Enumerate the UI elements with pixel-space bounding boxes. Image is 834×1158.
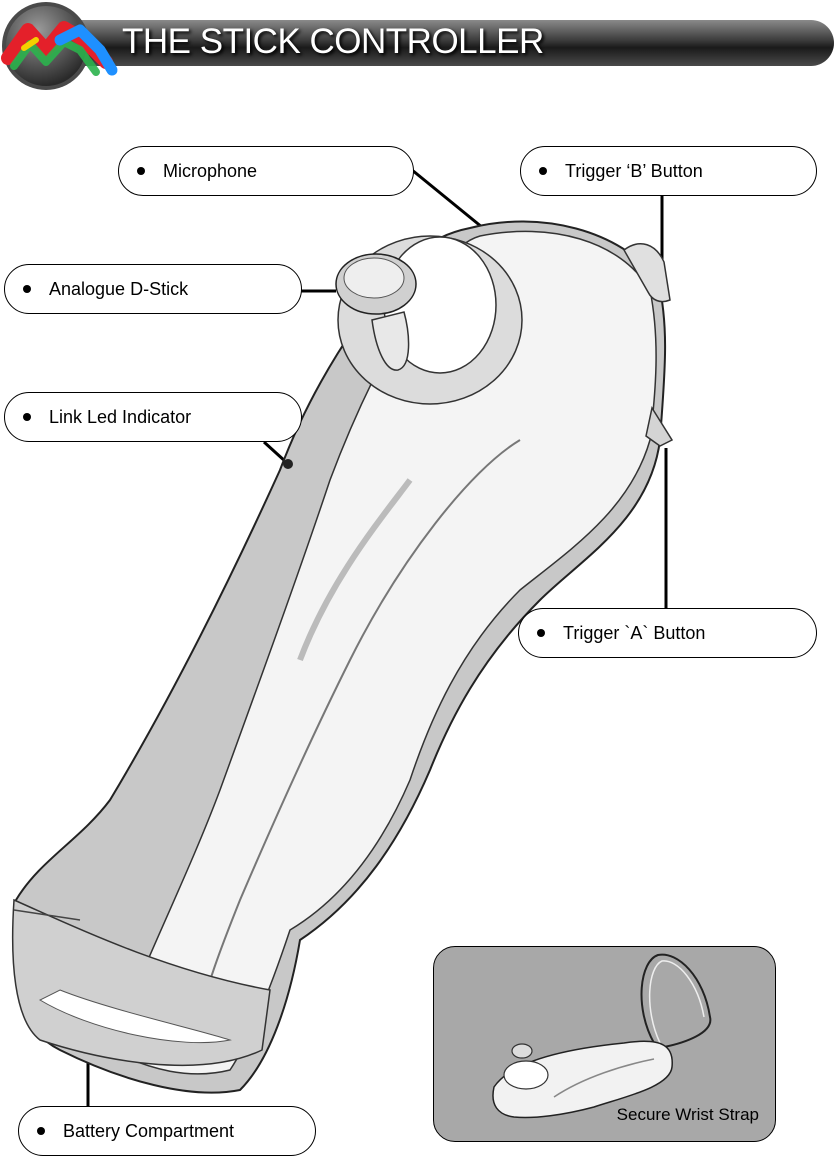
bullet-icon — [23, 285, 31, 293]
callout-label: Microphone — [163, 160, 258, 181]
header: THE STICK CONTROLLER — [0, 0, 834, 92]
bullet-icon — [23, 413, 31, 421]
wrist-strap-inset: Secure Wrist Strap — [433, 946, 776, 1142]
callout-trigger-b: Trigger ‘B’ Button — [520, 146, 817, 196]
callout-link-led: Link Led Indicator — [4, 392, 302, 442]
bullet-icon — [539, 167, 547, 175]
bullet-icon — [537, 629, 545, 637]
callout-label: Trigger `A` Button — [563, 622, 706, 643]
page-title: THE STICK CONTROLLER — [122, 22, 544, 61]
callout-label: Analogue D-Stick — [49, 278, 189, 299]
wrist-strap-controller-icon — [492, 953, 712, 1119]
callout-label: Battery Compartment — [63, 1120, 235, 1141]
callout-microphone: Microphone — [118, 146, 414, 196]
callout-battery: Battery Compartment — [18, 1106, 316, 1156]
callout-label: Trigger ‘B’ Button — [565, 160, 703, 181]
callout-label: Link Led Indicator — [49, 406, 192, 427]
colorful-m-logo-icon — [1, 2, 118, 90]
bullet-icon — [37, 1127, 45, 1135]
inset-label: Secure Wrist Strap — [616, 1105, 759, 1124]
callout-analogue-stick: Analogue D-Stick — [4, 264, 302, 314]
bullet-icon — [137, 167, 145, 175]
title-bar — [60, 20, 834, 66]
callout-trigger-a: Trigger `A` Button — [518, 608, 817, 658]
